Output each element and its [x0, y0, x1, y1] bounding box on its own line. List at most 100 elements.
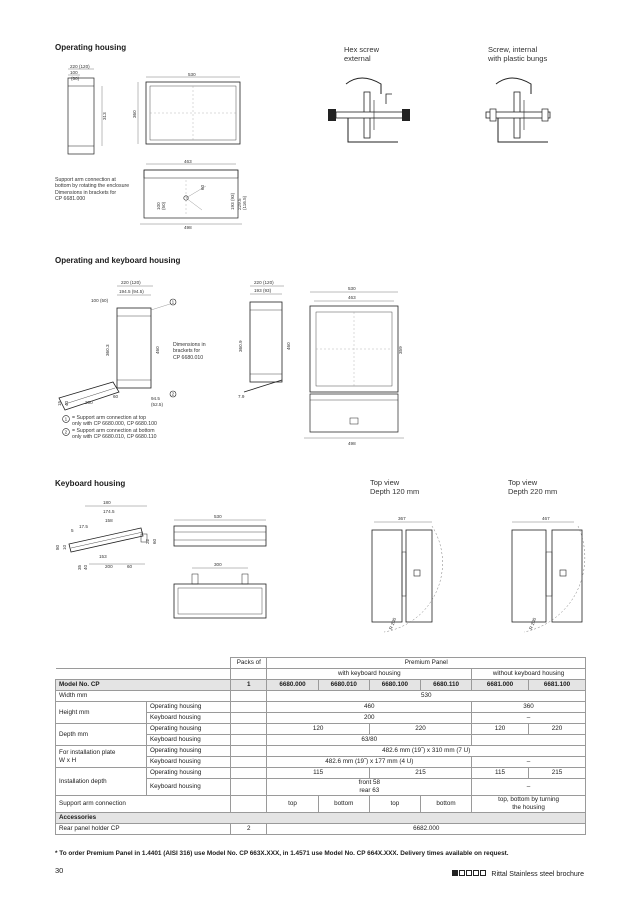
height-kb-label: Keyboard housing — [145, 712, 232, 724]
instdepth-op-4: 215 — [527, 767, 587, 779]
internal-screw-detail-drawing — [485, 77, 551, 143]
operating-housing-front-drawing: 530 360 — [132, 72, 241, 145]
dim-180: 180 — [103, 500, 111, 505]
with-keyboard-header: with keyboard housing — [266, 668, 473, 680]
dim-100-50-vertical: 100 — [156, 202, 161, 210]
instdepth-op-label: Operating housing — [145, 767, 232, 779]
dim-60: 60 — [200, 184, 205, 190]
section-title-keyboard-housing: Keyboard housing — [55, 479, 126, 488]
table-row-width: Width mm 530 — [54, 690, 586, 702]
dim-460-c: 460 — [286, 342, 291, 350]
top-view-120-drawing: 367 R 200 — [371, 516, 443, 633]
table-row-height-kb: Keyboard housing 200 – — [56, 712, 586, 724]
instdepth-op-2: 215 — [368, 767, 473, 779]
table-header-row-2: with keyboard housing without keyboard h… — [55, 668, 586, 680]
dim-193-93: 193 (93) — [230, 192, 235, 210]
height-op-wo-value: 360 — [471, 701, 586, 713]
width-label: Width mm — [54, 690, 232, 702]
top-view-220-drawing: 467 R 200 — [511, 516, 585, 633]
model-1: 6680.000 — [266, 679, 319, 691]
dim-360-9: 360.9 — [238, 340, 243, 352]
rear-panel-label: Rear panel holder CP — [54, 823, 232, 835]
depth-op-label: Operating housing — [145, 723, 232, 735]
dim-35: 35 — [77, 564, 82, 570]
dim-153: 153 — [99, 554, 107, 559]
dim-174-5: 174.5 — [103, 509, 115, 514]
table-header-row-1: Packs of Premium Panel — [55, 657, 586, 669]
support-4: bottom — [419, 795, 473, 813]
table-row-accessories: Accessories — [55, 812, 586, 824]
dim-60-b: 60 — [113, 394, 119, 399]
dim-300: 300 — [214, 562, 222, 567]
dim-229-5: 229.5 — [237, 198, 242, 210]
section-title-operating-keyboard-housing: Operating and keyboard housing — [55, 256, 181, 265]
model-pack: 1 — [230, 679, 268, 691]
dim-50-vertical: (50) — [161, 201, 166, 210]
dim-158: 158 — [105, 518, 113, 523]
table-row-depth-kb: Keyboard housing 63/80 — [56, 734, 586, 746]
legend-1-text: = Support arm connection at top only wit… — [72, 415, 157, 428]
instdepth-kb-value: front 58 rear 63 — [266, 778, 473, 796]
depth-op-3: 120 — [471, 723, 529, 735]
dim-220-120-c: 220 (120) — [254, 280, 274, 285]
dim-313: 313 — [102, 112, 107, 120]
depth-label: Depth mm — [55, 723, 147, 746]
top-view-120-label: Top view Depth 120 mm — [370, 478, 420, 496]
support-label: Support arm connection — [54, 795, 232, 813]
dim-530: 530 — [188, 72, 196, 77]
height-label: Height mm — [55, 701, 147, 724]
rear-panel-value: 6682.000 — [266, 823, 586, 835]
top-view-220-label: Top view Depth 220 mm — [508, 478, 558, 496]
table-row-rear-panel: Rear panel holder CP 2 6682.000 — [54, 823, 586, 835]
dim-52-5: (52.5) — [151, 402, 163, 407]
hex-screw-label: Hex screw external — [344, 45, 380, 63]
model-6: 6681.100 — [527, 679, 587, 691]
brand-footer: Rittal Stainless steel brochure — [452, 870, 584, 878]
dim-r-200-b: R 200 — [528, 617, 537, 631]
inst-plate-label: For installation plate W x H — [55, 745, 147, 768]
inst-op-label: Operating housing — [145, 745, 232, 757]
dim-15: 15 — [57, 400, 62, 406]
height-kb-wo-value: – — [471, 712, 586, 724]
width-value: 530 — [266, 690, 586, 702]
dim-360-3: 360.3 — [105, 344, 110, 356]
specification-table: Packs of Premium Panel with keyboard hou… — [54, 657, 587, 835]
dim-r-200-a: R 200 — [388, 617, 397, 631]
keyboard-front-drawing: 530 — [173, 514, 267, 547]
height-op-value: 460 — [266, 701, 473, 713]
dim-50: (50) — [71, 76, 80, 81]
model-2: 6680.010 — [317, 679, 370, 691]
accessories-header: Accessories — [55, 812, 586, 824]
operating-housing-bottom-drawing: 463 60 100 (50) 193 (93) 229.5 (116.5) 4… — [140, 159, 247, 230]
legend-2-text: = Support arm connection at bottom only … — [72, 428, 157, 441]
inst-kb-value: 482.6 mm (19˝) x 177 mm (4 U) — [266, 756, 473, 768]
support-2: bottom — [317, 795, 370, 813]
dim-360: 360 — [132, 110, 137, 118]
instdepth-op-3: 115 — [471, 767, 529, 779]
instdepth-kb-label: Keyboard housing — [145, 778, 232, 796]
legend-marker-2-text: 2 — [65, 430, 68, 435]
depth-op-4: 220 — [527, 723, 587, 735]
dim-460: 460 — [155, 346, 160, 354]
inst-op-value: 482.6 mm (19˝) x 310 mm (7 U) — [266, 745, 586, 757]
opkb-middle-drawing: 220 (120) 193 (93) 360.9 460 7.9 — [238, 280, 291, 399]
depth-kb-label: Keyboard housing — [145, 734, 232, 746]
legend-marker-2-drawing: 2 — [172, 392, 175, 397]
dim-530-c: 530 — [348, 286, 356, 291]
legend-marker-1-drawing: 1 — [172, 300, 175, 305]
dim-498-c: 498 — [348, 441, 356, 446]
table-row-model: Model No. CP 1 6680.000 6680.010 6680.10… — [54, 679, 587, 691]
opkb-front-drawing: 530 463 359 498 — [304, 286, 404, 446]
table-row-inst-op: For installation plate W x H Operating h… — [55, 745, 586, 768]
table-row-instdepth-kb: Keyboard housing front 58 rear 63 – — [56, 778, 586, 796]
dim-200: 200 — [85, 400, 93, 405]
depth-kb-value: 63/80 — [266, 734, 473, 746]
depth-op-1: 120 — [266, 723, 370, 735]
model-label: Model No. CP — [54, 679, 232, 691]
footnote: * To order Premium Panel in 1.4401 (AISI… — [55, 850, 509, 857]
premium-panel-header: Premium Panel — [266, 657, 586, 669]
dim-220-120-b: 220 (120) — [121, 280, 141, 285]
opkb-side-drawing: 220 (120) 194.5 (94.5) 100 (50) 1 360.3 … — [57, 280, 177, 411]
dim-463: 463 — [184, 159, 192, 164]
dim-193-93-c: 193 (93) — [254, 288, 272, 293]
